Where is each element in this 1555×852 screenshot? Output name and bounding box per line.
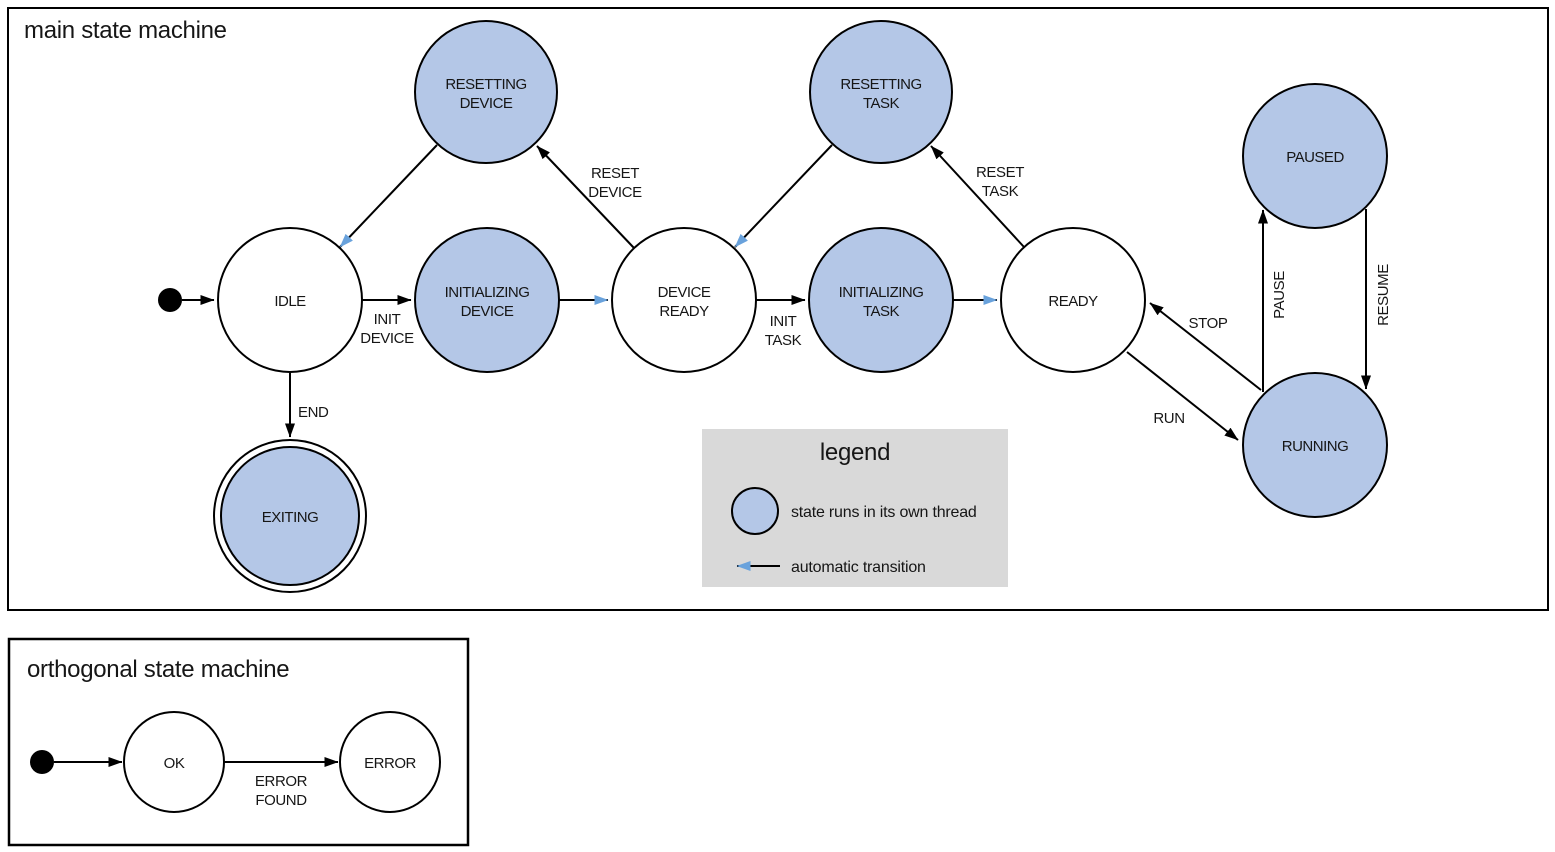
reset-device-label-line2: DEVICE [588, 184, 642, 201]
state-circle-threaded [809, 20, 953, 164]
state-running: RUNNING [1242, 372, 1388, 518]
state-label-line1: RESETTING [445, 76, 526, 93]
state-circle-threaded [1242, 83, 1388, 229]
transition-end: END [285, 373, 329, 438]
error-found-label-line1: ERROR [255, 773, 308, 790]
initial-state-dot [158, 288, 182, 312]
state-exiting-final: EXITING [213, 439, 367, 593]
init-device-label-line2: DEVICE [360, 330, 414, 347]
state-idle: IDLE [217, 227, 363, 373]
transition-error-found: ERROR FOUND [224, 757, 339, 809]
legend-thread-item-label: state runs in its own thread [791, 504, 977, 521]
state-error: ERROR [339, 711, 441, 813]
transition-run: RUN [1126, 351, 1239, 441]
reset-task-label-line1: RESET [976, 164, 1024, 181]
pause-label: PAUSE [1271, 271, 1288, 319]
transition-start-to-idle [158, 288, 215, 312]
transition-resume: RESUME [1361, 209, 1392, 390]
run-arrow [1126, 351, 1239, 441]
state-device-ready: DEVICE READY [611, 227, 757, 373]
init-task-label-line1: INIT [770, 313, 797, 330]
state-label: READY [1048, 293, 1098, 310]
state-label-line2: TASK [863, 95, 900, 112]
init-device-label-line1: INIT [374, 311, 401, 328]
resume-label: RESUME [1375, 264, 1392, 326]
state-resetting-device: RESETTING DEVICE [414, 20, 558, 164]
state-circle [217, 227, 363, 373]
state-circle-threaded [414, 227, 560, 373]
state-label: IDLE [274, 293, 306, 310]
state-initializing-task: INITIALIZING TASK [808, 227, 954, 373]
state-label-line1: DEVICE [658, 284, 711, 301]
orthogonal-state-machine-title: orthogonal state machine [27, 656, 289, 683]
state-label-line2: DEVICE [460, 95, 513, 112]
legend: legend state runs in its own thread auto… [702, 429, 1008, 587]
state-resetting-task: RESETTING TASK [809, 20, 953, 164]
transition-start-to-ok [30, 750, 123, 774]
legend-title: legend [820, 439, 890, 466]
reset-task-label-line2: TASK [982, 183, 1019, 200]
state-label-line2: DEVICE [461, 303, 514, 320]
state-circle-threaded [414, 20, 558, 164]
transition-pause: PAUSE [1258, 209, 1288, 392]
state-circle-threaded [220, 446, 360, 586]
state-label: OK [164, 755, 185, 772]
transition-auto-resettask-to-deviceready [734, 144, 833, 248]
state-label-line1: INITIALIZING [445, 284, 530, 301]
state-label-line1: RESETTING [840, 76, 921, 93]
main-state-machine-title: main state machine [24, 17, 227, 44]
state-circle-threaded [1242, 372, 1388, 518]
reset-device-arrow [536, 145, 635, 249]
state-label-line2: TASK [863, 303, 900, 320]
initial-state-dot [30, 750, 54, 774]
state-ready: READY [1000, 227, 1146, 373]
state-circle [123, 711, 225, 813]
transition-init-task: INIT TASK [756, 295, 806, 349]
state-circle [339, 711, 441, 813]
transition-init-device: INIT DEVICE [360, 295, 415, 347]
state-circle [1000, 227, 1146, 373]
automatic-transition-arrow [734, 144, 833, 248]
state-label: ERROR [364, 755, 416, 772]
automatic-transition-arrow [339, 144, 438, 248]
state-ok: OK [123, 711, 225, 813]
stop-label: STOP [1189, 315, 1228, 332]
state-paused: PAUSED [1242, 83, 1388, 229]
transition-stop: STOP [1149, 302, 1262, 391]
state-initializing-device: INITIALIZING DEVICE [414, 227, 560, 373]
run-label: RUN [1153, 410, 1184, 427]
state-label-line2: READY [659, 303, 709, 320]
legend-threaded-state-swatch [731, 487, 779, 535]
state-label: RUNNING [1282, 438, 1349, 455]
init-task-label-line2: TASK [765, 332, 802, 349]
reset-device-label-line1: RESET [591, 165, 639, 182]
main-state-machine: main state machine INIT DEVICE INIT TASK… [7, 7, 1549, 611]
state-circle [611, 227, 757, 373]
legend-auto-item-label: automatic transition [791, 559, 926, 576]
orthogonal-state-machine: orthogonal state machine ERROR FOUND OK … [7, 637, 470, 847]
stop-arrow [1149, 302, 1262, 391]
end-label: END [298, 404, 329, 421]
state-circle-threaded [808, 227, 954, 373]
error-found-label-line2: FOUND [255, 792, 307, 809]
state-label: PAUSED [1286, 149, 1344, 166]
state-label: EXITING [262, 509, 319, 526]
transition-reset-task: RESET TASK [930, 145, 1025, 248]
reset-task-arrow [930, 145, 1025, 248]
state-label-line1: INITIALIZING [839, 284, 924, 301]
transition-auto-resetdevice-to-idle [339, 144, 438, 248]
transition-reset-device: RESET DEVICE [536, 145, 643, 249]
